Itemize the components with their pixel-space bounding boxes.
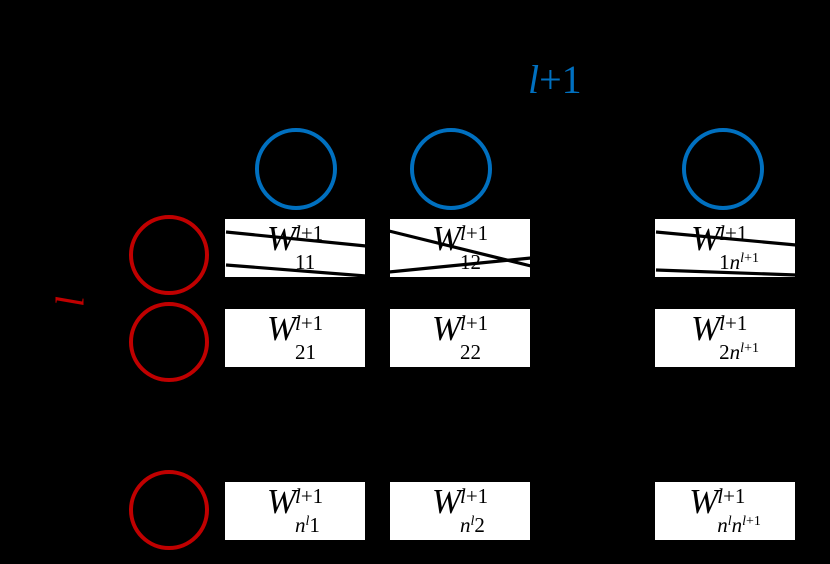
layer-label-next: l+1 <box>528 56 582 103</box>
neuron-next-n[interactable] <box>682 128 764 210</box>
neuron-next-2[interactable] <box>410 128 492 210</box>
layer-next-plus: +1 <box>539 57 582 102</box>
neuron-current-1[interactable] <box>129 215 209 295</box>
layer-label-current: l <box>47 274 94 330</box>
neuron-current-n[interactable] <box>129 470 209 550</box>
layer-current-base: l <box>47 295 93 308</box>
neuron-current-2[interactable] <box>129 302 209 382</box>
layer-next-base: l <box>528 57 540 102</box>
neuron-next-1[interactable] <box>255 128 337 210</box>
